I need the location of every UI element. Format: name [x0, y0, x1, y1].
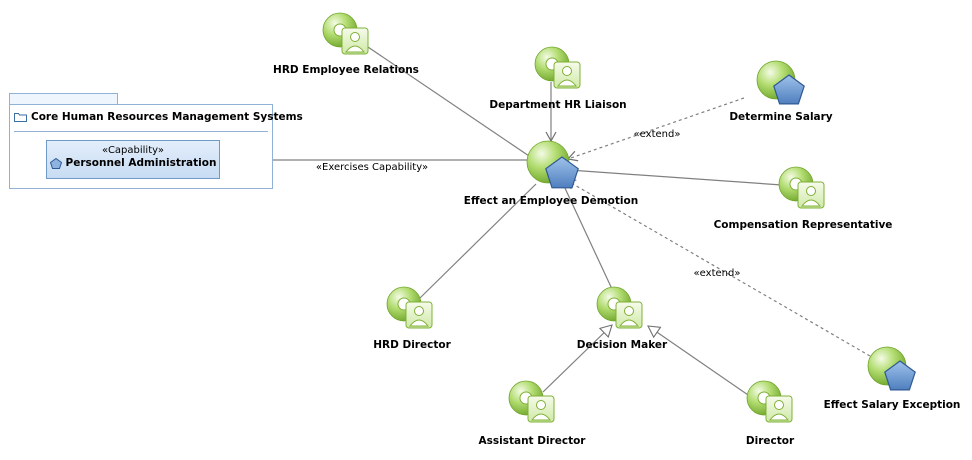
association-compensation-representative	[568, 169, 783, 186]
person-card-icon	[765, 395, 793, 423]
actor-hrd-director[interactable]	[386, 286, 433, 329]
pentagon-icon	[545, 156, 579, 189]
actor-assistant-director[interactable]	[508, 380, 555, 423]
package-divider	[14, 131, 268, 132]
folder-icon	[14, 113, 27, 122]
extend-effect-salary-exception	[564, 179, 871, 357]
label-effect-salary-exception: Effect Salary Exception	[823, 399, 961, 411]
pentagon-icon	[49, 157, 62, 169]
actor-hrd-employee-relations[interactable]	[322, 12, 369, 55]
person-card-icon	[341, 27, 369, 55]
association-hrd-employee-relations	[364, 44, 533, 159]
person-card-icon	[797, 181, 825, 209]
label-hrd-director: HRD Director	[373, 339, 451, 351]
person-card-icon	[405, 301, 433, 329]
label-director: Director	[745, 435, 795, 447]
package-tab	[9, 93, 118, 105]
package-core-hr-management-systems[interactable]: Core Human Resources Management Systems …	[9, 104, 303, 189]
actor-compensation-representative[interactable]	[778, 166, 825, 209]
package-header: Core Human Resources Management Systems	[14, 111, 303, 123]
label-assistant-director: Assistant Director	[478, 435, 586, 447]
label-decision-maker: Decision Maker	[576, 339, 668, 351]
use-case-effect-salary-exception[interactable]	[867, 346, 916, 391]
use-case-determine-salary[interactable]	[756, 60, 805, 105]
package-title: Core Human Resources Management Systems	[31, 111, 303, 123]
association-hrd-director	[419, 183, 537, 299]
pentagon-icon	[773, 74, 805, 105]
label-exercises-capability: «Exercises Capability»	[315, 162, 429, 173]
label-hrd-employee-relations: HRD Employee Relations	[273, 64, 419, 76]
capability-personnel-administration[interactable]: «Capability» Personnel Administration	[46, 140, 220, 179]
generalization-director	[647, 325, 752, 398]
actor-department-hr-liaison[interactable]	[534, 46, 581, 89]
pentagon-icon	[884, 360, 916, 391]
person-card-icon	[615, 301, 643, 329]
actor-director[interactable]	[746, 380, 793, 423]
capability-name: Personnel Administration	[65, 157, 217, 169]
use-case-effect-an-employee-demotion[interactable]	[526, 140, 579, 189]
label-effect-an-employee-demotion: Effect an Employee Demotion	[463, 195, 639, 207]
person-card-icon	[527, 395, 555, 423]
person-card-icon	[553, 61, 581, 89]
actor-decision-maker[interactable]	[596, 286, 643, 329]
label-department-hr-liaison: Department HR Liaison	[489, 99, 627, 111]
generalization-assistant-director	[542, 324, 613, 393]
capability-stereotype: «Capability»	[102, 145, 164, 156]
label-compensation-representative: Compensation Representative	[713, 219, 893, 231]
label-determine-salary: Determine Salary	[729, 111, 833, 123]
label-extend-effect-salary-exception: «extend»	[693, 268, 741, 279]
association-decision-maker	[563, 185, 613, 290]
label-extend-determine-salary: «extend»	[633, 129, 681, 140]
extend-determine-salary	[566, 97, 745, 162]
